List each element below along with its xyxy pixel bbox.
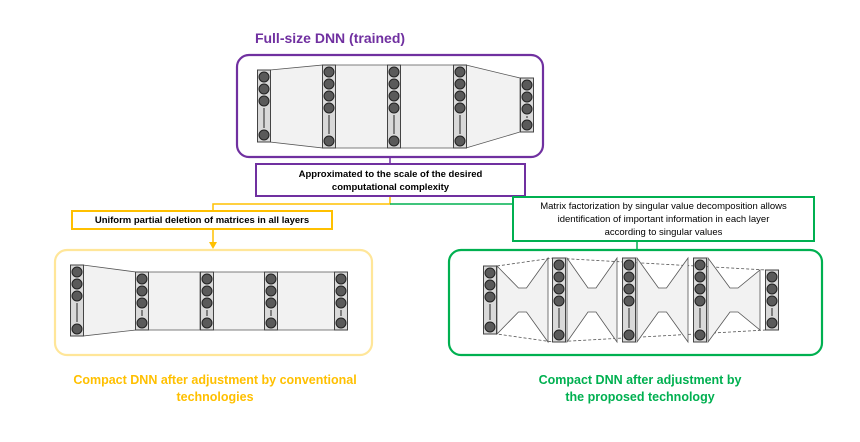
neuron — [454, 66, 466, 78]
proposed-caption-line1: Compact DNN after adjustment by — [538, 373, 742, 387]
neuron — [521, 119, 533, 131]
neuron — [323, 66, 335, 78]
neuron — [388, 78, 400, 90]
connection-band — [334, 64, 389, 149]
neuron — [71, 266, 83, 278]
neuron — [71, 278, 83, 290]
neuron — [265, 317, 277, 329]
neuron — [454, 135, 466, 147]
conventional-caption-line2: technologies — [176, 390, 254, 404]
svd-note-line3: according to singular values — [604, 227, 723, 238]
neuron — [136, 317, 148, 329]
neuron — [201, 285, 213, 297]
neuron — [71, 290, 83, 302]
neuron — [766, 283, 778, 295]
neuron — [521, 79, 533, 91]
connection-band — [276, 271, 336, 331]
factorized-band — [636, 256, 689, 344]
neuron — [694, 283, 706, 295]
neuron — [694, 271, 706, 283]
neuron — [553, 271, 565, 283]
neuron — [335, 317, 347, 329]
neuron — [521, 103, 533, 115]
factorized-band — [496, 256, 549, 344]
approximation-note-line1: Approximated to the scale of the desired — [298, 169, 483, 180]
neuron — [521, 91, 533, 103]
neuron — [201, 273, 213, 285]
neuron — [388, 135, 400, 147]
connector-to-left — [212, 197, 391, 210]
neuron — [265, 297, 277, 309]
neuron — [766, 317, 778, 329]
uniform-deletion-note: Uniform partial deletion of matrices in … — [71, 210, 333, 230]
neuron — [388, 90, 400, 102]
svd-note: Matrix factorization by singular value d… — [512, 196, 815, 242]
neuron — [265, 273, 277, 285]
neuron — [454, 90, 466, 102]
neuron — [136, 297, 148, 309]
connection-band — [147, 271, 201, 331]
proposed-caption-line2: the proposed technology — [565, 390, 715, 404]
neuron — [323, 135, 335, 147]
neuron — [335, 285, 347, 297]
neuron — [258, 95, 270, 107]
neuron — [623, 329, 635, 341]
connection-band — [399, 64, 455, 149]
neuron — [623, 295, 635, 307]
approximation-note: Approximated to the scale of the desired… — [255, 163, 526, 197]
neuron — [335, 297, 347, 309]
neuron — [136, 285, 148, 297]
neuron — [71, 323, 83, 335]
neuron — [258, 129, 270, 141]
neuron — [484, 267, 496, 279]
neuron — [484, 321, 496, 333]
neuron — [694, 329, 706, 341]
neuron — [201, 317, 213, 329]
neuron — [553, 329, 565, 341]
neuron — [265, 285, 277, 297]
neuron — [553, 283, 565, 295]
neuron — [454, 102, 466, 114]
approximation-note-line2: computational complexity — [331, 182, 450, 193]
neuron — [201, 297, 213, 309]
neuron — [323, 78, 335, 90]
neuron — [388, 66, 400, 78]
neuron — [484, 291, 496, 303]
neuron — [388, 102, 400, 114]
neuron — [484, 279, 496, 291]
neuron — [258, 83, 270, 95]
arrowhead-left — [209, 242, 217, 249]
neuron — [553, 259, 565, 271]
factorized-band — [566, 256, 618, 344]
neuron — [323, 90, 335, 102]
connection-band — [212, 271, 266, 331]
neuron — [136, 273, 148, 285]
proposed-caption: Compact DNN after adjustment by the prop… — [470, 372, 810, 406]
neuron — [623, 259, 635, 271]
svd-note-line1: Matrix factorization by singular value d… — [540, 201, 787, 212]
neuron — [694, 295, 706, 307]
factorized-band — [707, 256, 761, 344]
neuron — [766, 271, 778, 283]
neuron — [454, 78, 466, 90]
neuron — [335, 273, 347, 285]
full-size-dnn-title: Full-size DNN (trained) — [254, 30, 406, 46]
neuron — [623, 283, 635, 295]
neuron — [766, 295, 778, 307]
neuron — [323, 102, 335, 114]
conventional-caption-line1: Compact DNN after adjustment by conventi… — [73, 373, 357, 387]
conventional-caption: Compact DNN after adjustment by conventi… — [20, 372, 410, 406]
svd-note-line2: identification of important information … — [557, 214, 770, 225]
connection-band — [269, 64, 324, 149]
neuron — [258, 71, 270, 83]
connection-band — [82, 264, 137, 337]
neuron — [553, 295, 565, 307]
neuron — [623, 271, 635, 283]
neuron — [694, 259, 706, 271]
